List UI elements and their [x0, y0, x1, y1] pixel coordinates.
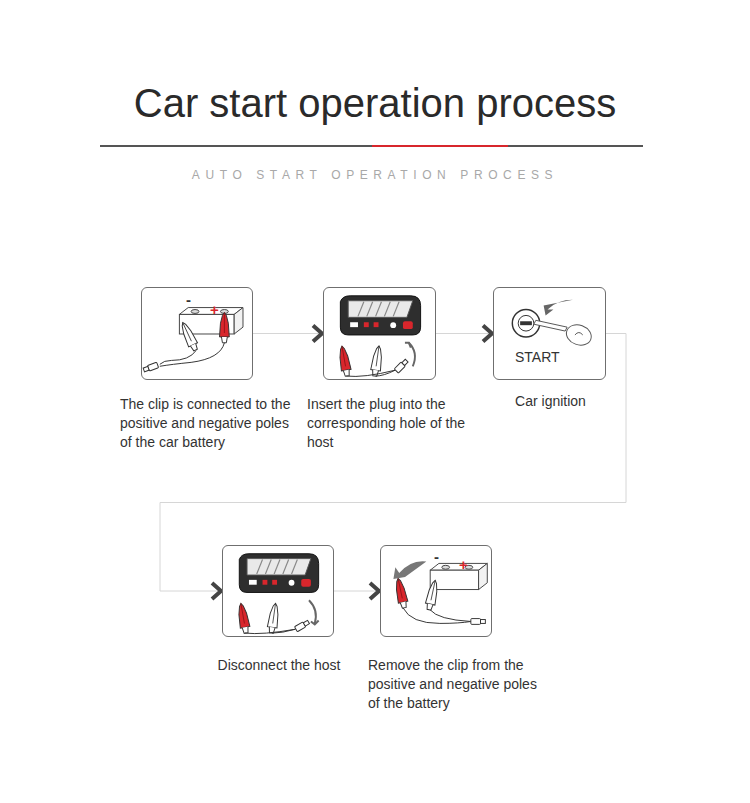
motion-arrow — [309, 600, 316, 623]
step-illustration — [324, 288, 435, 379]
step-box: Car ignition — [493, 287, 606, 380]
step-box: Disconnect the host — [222, 545, 334, 637]
subtitle: AUTO START OPERATION PROCESS — [0, 167, 750, 183]
step-illustration — [142, 288, 252, 379]
step-connector — [334, 591, 380, 592]
car-battery — [430, 563, 487, 589]
step-caption: The clip is connected to the positive an… — [120, 395, 300, 452]
jump-starter-host — [239, 554, 318, 593]
motion-arrow — [311, 621, 319, 625]
cable — [245, 629, 295, 633]
rule-line — [100, 145, 643, 147]
alligator-clamp — [220, 312, 230, 342]
cable — [272, 629, 295, 633]
step-box: The clip is connected to the positive an… — [141, 287, 253, 380]
page-title: Car start operation process — [0, 78, 750, 128]
step-caption: Remove the clip from the positive and ne… — [368, 656, 540, 713]
step-connector — [253, 333, 323, 334]
terminal-sign: + — [210, 302, 219, 318]
alligator-clamp — [178, 321, 200, 353]
step-box: Insert the plug into the corresponding h… — [323, 287, 436, 380]
alligator-clamp — [236, 603, 251, 634]
cable — [346, 370, 395, 376]
turn-arrow — [544, 300, 573, 316]
cable-plug — [294, 619, 309, 631]
terminal-sign: + — [459, 557, 468, 573]
step-illustration — [494, 288, 605, 379]
alligator-clamp — [424, 579, 440, 610]
terminal-sign: - — [434, 549, 439, 565]
cable — [160, 351, 196, 365]
step-caption: Insert the plug into the corresponding h… — [307, 395, 467, 452]
terminal-sign: - — [186, 292, 191, 308]
alligator-clamp — [370, 345, 384, 376]
cable — [430, 610, 471, 622]
motion-arrow — [405, 343, 411, 348]
step-caption: Car ignition — [494, 392, 607, 411]
jump-starter-host — [340, 296, 420, 335]
ignition-label: START — [515, 349, 560, 365]
cable-plug — [143, 362, 159, 373]
step-caption: Disconnect the host — [211, 656, 347, 675]
step-connector — [436, 333, 493, 334]
rule-accent — [372, 145, 508, 147]
alligator-clamp — [337, 345, 352, 377]
cable — [403, 608, 471, 623]
cable-plug — [471, 619, 486, 625]
cable — [376, 370, 396, 376]
step-illustration — [223, 546, 333, 636]
alligator-clamp — [267, 603, 281, 634]
alligator-clamp — [393, 577, 409, 608]
cable-plug — [394, 359, 409, 374]
motion-arrow — [393, 561, 426, 579]
cable — [160, 343, 225, 366]
car-key — [534, 320, 594, 348]
